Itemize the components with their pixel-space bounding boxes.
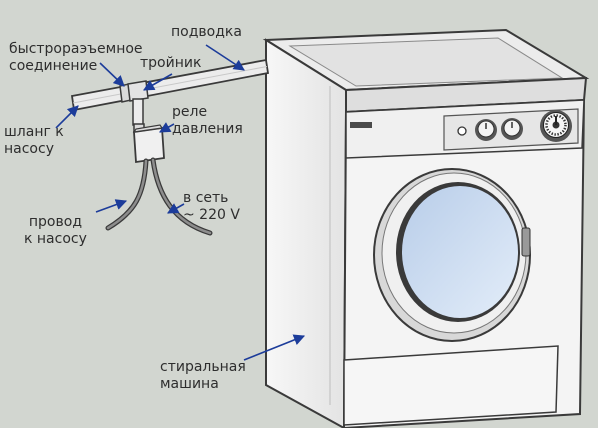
indicator-icon [457, 126, 467, 136]
machine-top-inset [288, 37, 564, 87]
label-hose: шланг к насосу [4, 124, 64, 158]
label-line: провод [28, 214, 82, 230]
label-line: тройник [140, 55, 202, 71]
arrow-hose [55, 105, 79, 129]
label-line: соединение [9, 58, 98, 74]
label-line: реле [172, 104, 208, 120]
label-line: быстрораэъемное [9, 41, 143, 57]
knob-1 [475, 119, 497, 141]
kick-plate [343, 345, 559, 426]
machine-side [265, 38, 347, 428]
label-mains: в сеть ~ 220 V [183, 190, 240, 224]
label-line: подводка [171, 24, 242, 40]
arrow-tee [143, 73, 173, 91]
pressure-relay [132, 123, 165, 164]
label-line: давления [172, 121, 243, 137]
arrow-mains [167, 203, 185, 214]
label-quick-coupling: быстрораэъемное соединение [9, 41, 143, 75]
label-tee: тройник [140, 55, 201, 72]
label-washer: стиральная машина [160, 359, 246, 393]
label-line: ~ 220 V [183, 207, 240, 223]
label-line: к насосу [24, 231, 87, 247]
washing-machine [262, 28, 590, 428]
arrow-washer [243, 334, 306, 361]
door-handle [521, 227, 531, 257]
label-line: насосу [4, 141, 54, 157]
pointer-arrows [55, 44, 306, 361]
brand-plate [350, 122, 372, 128]
arrow-wire [95, 199, 128, 213]
door [373, 168, 531, 342]
label-line: стиральная [160, 359, 246, 375]
tee-fitting [127, 80, 149, 126]
label-wire: провод к насосу [24, 214, 87, 248]
label-supply: подводка [171, 24, 242, 41]
label-relay: реле давления [172, 104, 243, 138]
arrow-quick-coupling [99, 62, 125, 87]
door-glass [402, 186, 518, 318]
program-dial [540, 110, 572, 142]
label-line: шланг к [4, 124, 64, 140]
knob-2 [501, 118, 523, 140]
label-line: в сеть [183, 190, 229, 206]
label-line: машина [160, 376, 219, 392]
arrow-supply [205, 44, 245, 71]
arrow-relay [159, 122, 175, 133]
